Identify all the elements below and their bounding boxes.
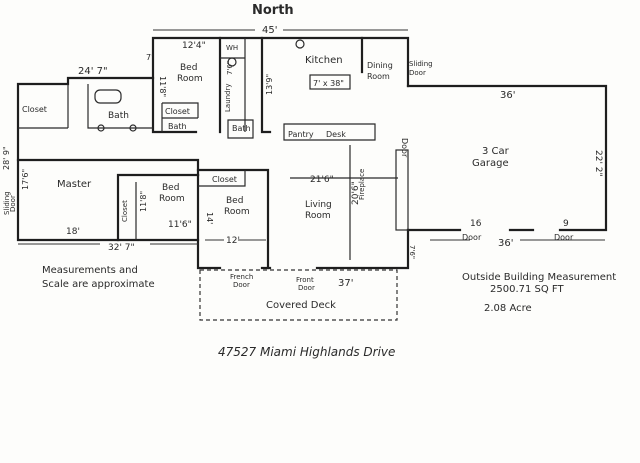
kitchen-sink-icon [295, 39, 305, 49]
garage-door-1-dimension: 16 [470, 219, 482, 229]
living-height: 20'6" [351, 181, 361, 205]
small-bath-walls [227, 119, 254, 139]
garage-label-2: Garage [472, 158, 509, 169]
hall-closet-bath-walls [161, 102, 199, 132]
living-label-1: Living [305, 200, 332, 210]
outside-measure-note-1: Outside Building Measurement [462, 272, 616, 283]
property-address: 47527 Miami Highlands Drive [218, 345, 395, 359]
dining-sliding-door-1: Sliding [409, 60, 433, 68]
kitchen-walls [260, 36, 364, 134]
small-bath-label: Bath [232, 124, 251, 133]
bedroom-small-label-1: Bed [226, 196, 243, 206]
dining-sliding-door-2: Door [409, 69, 426, 77]
hall-bath-label: Bath [168, 122, 187, 131]
garage-label-1: 3 Car [482, 146, 510, 157]
french-door-label-1: French [230, 273, 253, 281]
covered-deck-outline [199, 269, 398, 321]
master-width: 18' [66, 227, 80, 237]
garage-side-dimension: 22' 2" [593, 150, 603, 177]
measurement-note-1: Measurements and [42, 265, 138, 276]
bedroom-small-width: 12' [226, 236, 240, 246]
fireplace-label: Fireplace [358, 169, 366, 200]
bedroom-small-height: 14' [205, 212, 214, 224]
bathtub-icon [94, 89, 122, 104]
bedroom-small-closet-wall [198, 170, 246, 187]
french-door-label-2: Door [233, 281, 250, 289]
master-bedroom-walls [16, 158, 200, 177]
kitchen-island [309, 74, 351, 90]
bedroom-top-width: 12'4" [182, 41, 206, 51]
covered-deck-label: Covered Deck [266, 300, 336, 311]
left-side-dimension: 28' 9" [2, 146, 11, 170]
desk-label: Desk [326, 130, 346, 139]
measurement-note-2: Scale are approximate [42, 279, 155, 290]
bedroom-top-label-1: Bed [180, 63, 197, 73]
left-top-dimension: 24' 7" [78, 66, 108, 77]
water-heater-label: WH [226, 44, 238, 52]
water-heater-icon [227, 57, 237, 67]
bedroom-mid-width: 11'6" [168, 220, 192, 230]
bedroom-mid-label-1: Bed [162, 183, 179, 193]
dining-label-1: Dining [367, 61, 393, 70]
bottom-left-dimension: 32' 7" [108, 243, 135, 253]
garage-outer-wall [406, 84, 608, 232]
sink-icon-1 [97, 124, 105, 132]
outside-measure-note-2: 2500.71 SQ FT [490, 284, 565, 295]
dining-label-2: Room [367, 72, 390, 81]
hall-closet-label: Closet [165, 107, 190, 116]
overall-top-dimension: 45' [262, 25, 277, 36]
kitchen-island-size: 7' x 38" [313, 79, 344, 88]
bedroom-mid-label-2: Room [159, 194, 185, 204]
deck-width: 37' [338, 278, 353, 289]
front-door-label-2: Door [298, 284, 315, 292]
master-sliding-door-2: Door [9, 195, 17, 212]
bedroom-small-label-2: Room [224, 207, 250, 217]
sink-icon-2 [129, 124, 137, 132]
pantry-desk-counter [283, 123, 376, 141]
house-outer-wall [16, 36, 410, 270]
kitchen-label: Kitchen [305, 55, 343, 66]
master-sliding-door-1: Sliding [3, 191, 11, 215]
garage-side-door-label: Door [400, 138, 409, 158]
compass-label: North [252, 3, 294, 18]
master-label: Master [57, 179, 92, 190]
garage-door-2-label: Door [554, 233, 574, 242]
garage-bottom-dimension: 36' [498, 238, 513, 249]
front-door-label-1: Front [296, 276, 314, 284]
bedroom-mid-height: 11'8" [139, 191, 148, 212]
bath-height-dimension: 7' [146, 53, 153, 62]
master-bath-label: Bath [108, 111, 129, 121]
master-height: 17'6" [21, 169, 30, 190]
bedroom-top-walls [151, 36, 222, 134]
bedroom-top-height: 11'8" [158, 76, 167, 97]
fireplace-dimension: 7'6" [408, 245, 416, 259]
fireplace [395, 149, 409, 231]
pantry-label: Pantry [288, 130, 314, 139]
master-closet-label: Closet [22, 105, 47, 114]
garage-door-2-dimension: 9 [563, 219, 569, 229]
bedroom-mid-closet-label: Closet [121, 200, 129, 222]
bedroom-top-label-2: Room [177, 74, 203, 84]
bedroom-small-closet-label: Closet [212, 175, 237, 184]
master-closet-bath-walls [18, 84, 153, 129]
living-width: 21'6" [310, 175, 334, 185]
bedroom-mid-walls [116, 173, 200, 242]
acreage-note: 2.08 Acre [484, 303, 532, 314]
living-label-2: Room [305, 211, 331, 221]
kitchen-height: 13'9" [265, 74, 274, 95]
laundry-label: Laundry [224, 83, 232, 112]
garage-door-1-label: Door [462, 233, 482, 242]
garage-top-dimension: 36' [500, 90, 515, 101]
laundry-dimension: 7'6" [226, 61, 234, 75]
